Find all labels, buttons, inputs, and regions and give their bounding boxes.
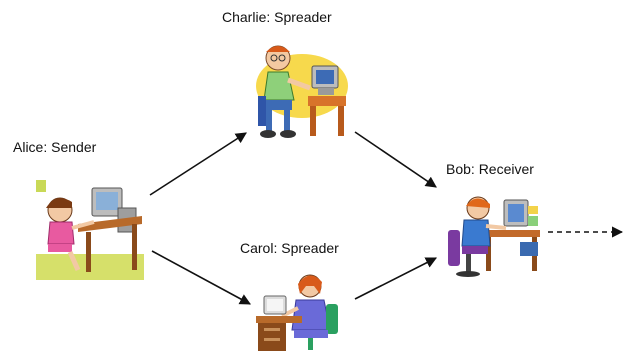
node-label-bob: Bob: Receiver xyxy=(446,161,534,177)
node-label-alice: Alice: Sender xyxy=(13,139,97,155)
girl-at-computer-icon xyxy=(36,180,144,280)
person-at-computer-icon xyxy=(256,45,348,138)
node-label-charlie: Charlie: Spreader xyxy=(222,9,332,25)
edge-alice-to-carol xyxy=(151,250,251,305)
woman-at-computer-icon xyxy=(448,196,540,277)
edge-alice-to-charlie xyxy=(149,132,247,196)
edge-charlie-to-bob xyxy=(354,131,437,188)
node-label-carol: Carol: Spreader xyxy=(240,240,339,256)
edge-carol-to-bob xyxy=(354,257,437,300)
woman-at-computer-icon xyxy=(256,274,338,351)
